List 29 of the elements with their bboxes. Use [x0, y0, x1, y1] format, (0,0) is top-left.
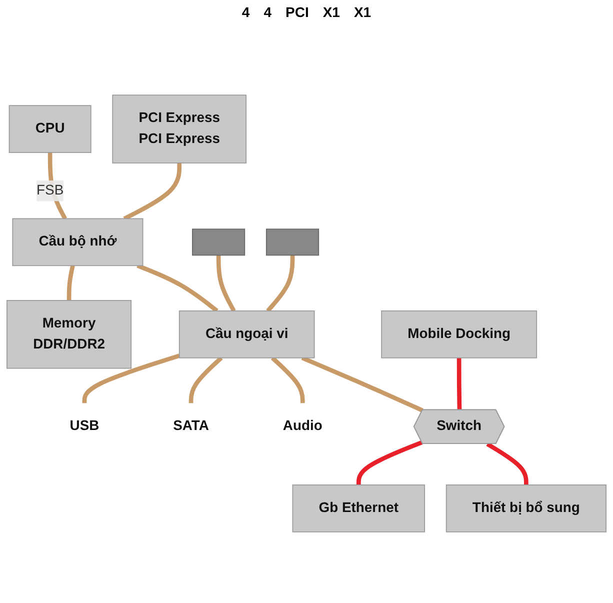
node-box: PCI Express PCI Express — [112, 94, 247, 164]
connector — [301, 356, 424, 412]
node-text: USB — [70, 418, 100, 434]
node-box: Gb Ethernet — [292, 484, 426, 532]
connector — [188, 356, 223, 404]
connector — [456, 358, 462, 410]
label-text: 4 — [242, 4, 250, 20]
edge-label: FSB — [36, 182, 64, 198]
connector — [486, 442, 528, 485]
connector — [266, 255, 295, 312]
label-text: PCI — [286, 4, 309, 20]
connector — [66, 265, 75, 300]
node-text: Audio — [282, 418, 322, 434]
connector — [136, 264, 218, 313]
node-box: CPU — [8, 105, 92, 153]
connector — [216, 255, 236, 312]
node-box: Memory DDR/DDR2 — [6, 300, 132, 369]
connector — [123, 162, 182, 221]
node-text: SATA — [173, 418, 209, 434]
label-text: X1 — [322, 4, 340, 20]
connector — [270, 356, 305, 404]
node-bar — [192, 228, 246, 256]
node-box: Cầu ngoại vi — [178, 310, 315, 358]
node-box: Thiết bị bổ sung — [446, 484, 606, 532]
node-box: Mobile Docking — [381, 310, 538, 358]
label-text: 4 — [264, 4, 272, 20]
node-box: Cầu bộ nhớ — [12, 218, 144, 266]
node-bar — [266, 228, 320, 256]
label-text: X1 — [354, 4, 372, 20]
